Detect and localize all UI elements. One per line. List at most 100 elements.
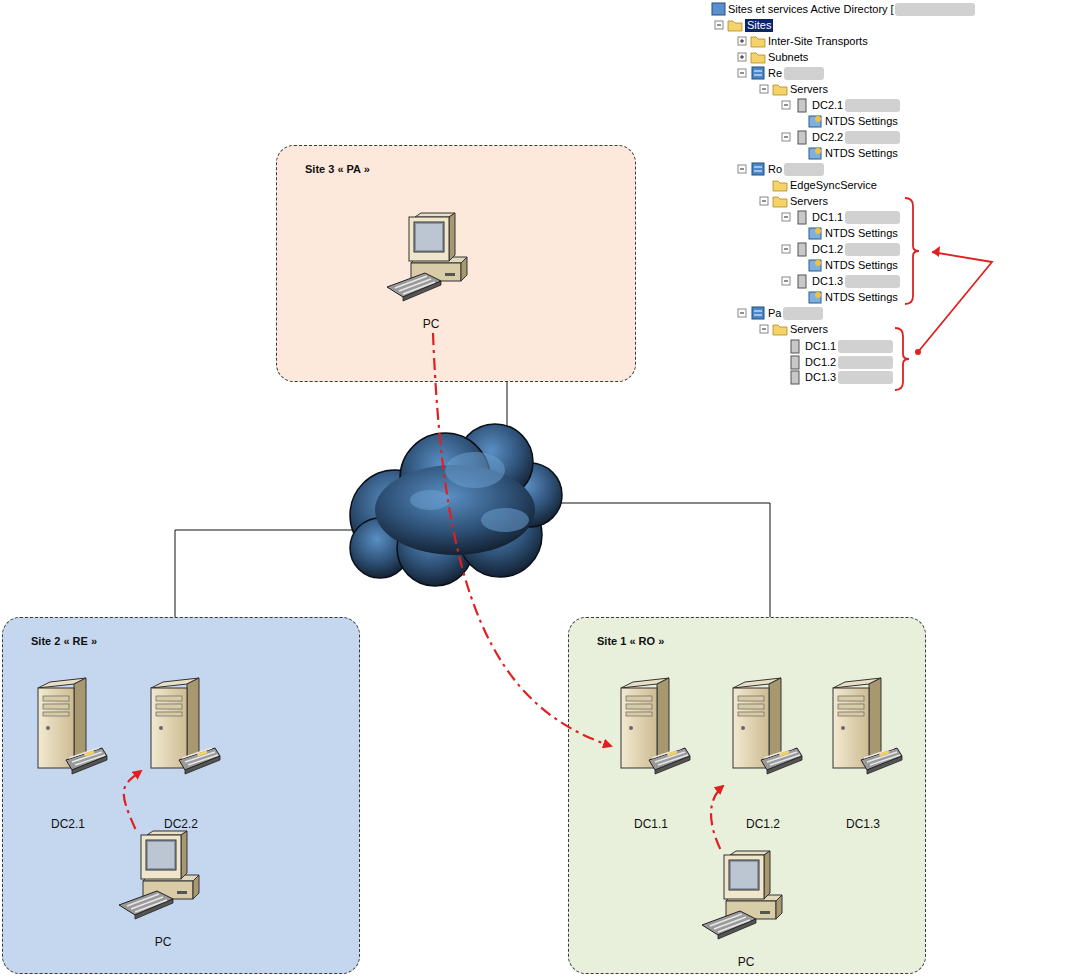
expander	[782, 101, 790, 109]
expander	[738, 53, 746, 61]
expander	[784, 281, 788, 282]
tree-item: EdgeSyncService	[790, 179, 877, 192]
server-node: DC2.1	[28, 676, 108, 831]
expander	[738, 165, 746, 173]
tree-item: Servers	[790, 323, 828, 336]
folder-icon	[773, 181, 787, 191]
expander	[762, 329, 766, 330]
blur-patch	[845, 211, 900, 224]
site-region: Site 2 « RE »DC2.1DC2.2PC	[2, 617, 360, 974]
server-icon	[141, 676, 221, 781]
tree-item: DC1.3	[812, 275, 843, 288]
connection-arrow	[124, 771, 141, 829]
blur-patch	[845, 131, 900, 144]
expander	[762, 201, 766, 202]
server-icon	[28, 676, 108, 781]
device-label: DC2.1	[28, 817, 108, 831]
callout-arrowhead	[932, 246, 940, 257]
tree-item: Subnets	[768, 51, 808, 64]
ntds-icon	[815, 292, 821, 298]
ntds-icon	[809, 228, 821, 239]
expander	[738, 37, 746, 45]
tree-item: DC1.2	[805, 356, 836, 369]
tree-item: DC1.3	[805, 371, 836, 384]
site-icon	[754, 311, 762, 315]
tree-item: NTDS Settings	[825, 115, 898, 128]
device-label: PC	[117, 935, 209, 949]
site-heading: Site 3 « PA »	[305, 163, 370, 175]
server-tree-icon	[791, 356, 799, 369]
server-tree-icon	[791, 340, 799, 353]
device-label: DC1.3	[823, 817, 903, 831]
folder-icon	[728, 21, 742, 31]
pc-node: PC	[117, 829, 209, 949]
server-tree-icon	[798, 275, 806, 288]
server-tree-icon	[791, 371, 799, 384]
server-node: DC2.2	[141, 676, 221, 831]
tree-item: NTDS Settings	[825, 227, 898, 240]
network-link	[175, 382, 770, 617]
expander	[738, 69, 746, 77]
folder-icon	[773, 197, 787, 207]
blur-patch	[783, 307, 823, 320]
expander	[762, 89, 766, 90]
server-node: DC1.2	[723, 676, 803, 831]
blur-patch	[845, 243, 900, 256]
blur-patch	[838, 340, 893, 353]
cloud-highlight	[410, 452, 529, 532]
tree-item: DC1.1	[812, 211, 843, 224]
site-icon	[752, 307, 764, 319]
site-icon	[752, 67, 764, 79]
site-heading: Site 1 « RO »	[597, 635, 664, 647]
pc-node: PC	[700, 849, 792, 969]
blur-patch	[895, 3, 975, 16]
expander	[784, 105, 788, 106]
folder-icon	[751, 53, 765, 63]
pc-icon	[700, 849, 792, 941]
expander	[784, 249, 788, 250]
expander	[740, 55, 744, 59]
blur-patch	[845, 275, 900, 288]
pc-icon	[385, 211, 477, 303]
expander	[760, 85, 768, 93]
ntds-icon	[809, 148, 821, 159]
tree-item: NTDS Settings	[825, 259, 898, 272]
ntds-icon	[809, 292, 821, 303]
tree-item: Sites et services Active Directory [	[728, 3, 894, 16]
device-label: PC	[385, 317, 477, 331]
server-icon	[823, 676, 903, 781]
blur-patch	[784, 67, 824, 80]
expander	[782, 213, 790, 221]
expander	[760, 325, 768, 333]
ntds-icon	[815, 260, 821, 266]
expander	[782, 277, 790, 285]
expander	[740, 313, 744, 314]
server-icon	[723, 676, 803, 781]
pc-node: PC	[385, 211, 477, 331]
expander	[740, 169, 744, 170]
network-cloud	[350, 424, 562, 586]
tree-item: Servers	[790, 195, 828, 208]
expander	[738, 309, 746, 317]
ntds-icon	[815, 116, 821, 122]
tree-item: DC1.1	[805, 340, 836, 353]
ntds-icon	[815, 148, 821, 154]
root-icon	[712, 3, 725, 15]
expander	[782, 245, 790, 253]
device-label: DC1.2	[723, 817, 803, 831]
tree-item: DC2.2	[812, 131, 843, 144]
blur-patch	[845, 99, 900, 112]
connection-arrow	[711, 786, 723, 849]
expander	[782, 133, 790, 141]
expander	[740, 39, 744, 43]
callout-dot	[915, 349, 921, 355]
tree-item: NTDS Settings	[825, 147, 898, 160]
blur-patch	[784, 163, 824, 176]
server-tree-icon	[798, 99, 806, 112]
blur-patch	[838, 356, 893, 369]
blur-patch	[838, 371, 893, 384]
expander	[784, 137, 788, 138]
server-tree-icon	[798, 211, 806, 224]
tree-item: Pa	[768, 307, 781, 320]
